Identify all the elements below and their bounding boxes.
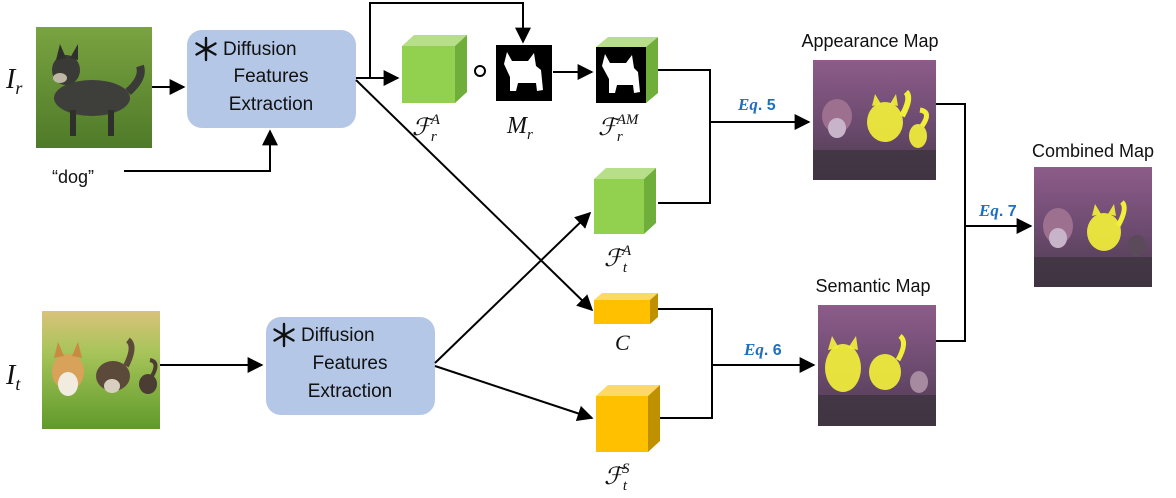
extractor-bottom-line2: Features	[313, 353, 388, 374]
semantic-map-title: Semantic Map	[815, 276, 930, 296]
label-mr: Mr	[506, 113, 533, 143]
target-image-label: It	[5, 360, 21, 394]
cube-fra	[402, 35, 467, 103]
cube-c	[594, 293, 658, 324]
snowflake-icon	[195, 36, 217, 62]
label-c: C	[615, 330, 630, 355]
combined-map-title: Combined Map	[1032, 141, 1154, 161]
cube-fta	[594, 168, 656, 234]
extractor-bottom: Diffusion Features Extraction	[266, 317, 435, 415]
svg-text:Mr: Mr	[506, 113, 533, 143]
label-fra: ℱrA	[412, 112, 441, 145]
svg-text:ℱrAM: ℱrAM	[598, 112, 640, 145]
eq5-label: Eq. 5	[737, 95, 776, 114]
appearance-map-title: Appearance Map	[801, 31, 938, 51]
extractor-top-line3: Extraction	[229, 94, 313, 115]
text-prompt: “dog”	[52, 167, 94, 187]
extractor-top-line1: Diffusion	[223, 39, 297, 60]
semantic-map	[818, 305, 936, 426]
extractor-bottom-line3: Extraction	[308, 381, 392, 402]
svg-text:Ir: Ir	[5, 64, 23, 98]
target-image	[42, 311, 160, 429]
svg-text:ℱtS: ℱtS	[604, 461, 630, 494]
label-fts: ℱtS	[604, 461, 630, 494]
svg-text:ℱtA: ℱtA	[604, 243, 632, 276]
connectors	[124, 2, 1033, 422]
reference-image-label: Ir	[5, 64, 23, 98]
svg-text:ℱrA: ℱrA	[412, 112, 441, 145]
mask-mr	[496, 45, 552, 101]
snowflake-icon	[273, 322, 295, 348]
cube-fram	[596, 37, 658, 103]
extractor-bottom-line1: Diffusion	[301, 325, 375, 346]
eq6-label: Eq. 6	[743, 340, 782, 359]
label-fta: ℱtA	[604, 243, 632, 276]
extractor-top-line2: Features	[234, 66, 309, 87]
reference-image	[36, 27, 152, 148]
extractor-top: Diffusion Features Extraction	[187, 30, 356, 128]
label-fram: ℱrAM	[598, 112, 640, 145]
combined-map	[1034, 167, 1152, 287]
cube-fts	[596, 385, 660, 452]
eq7-label: Eq. 7	[978, 201, 1017, 220]
svg-text:It: It	[5, 360, 21, 394]
appearance-map	[813, 60, 936, 180]
compose-operator	[474, 65, 486, 77]
